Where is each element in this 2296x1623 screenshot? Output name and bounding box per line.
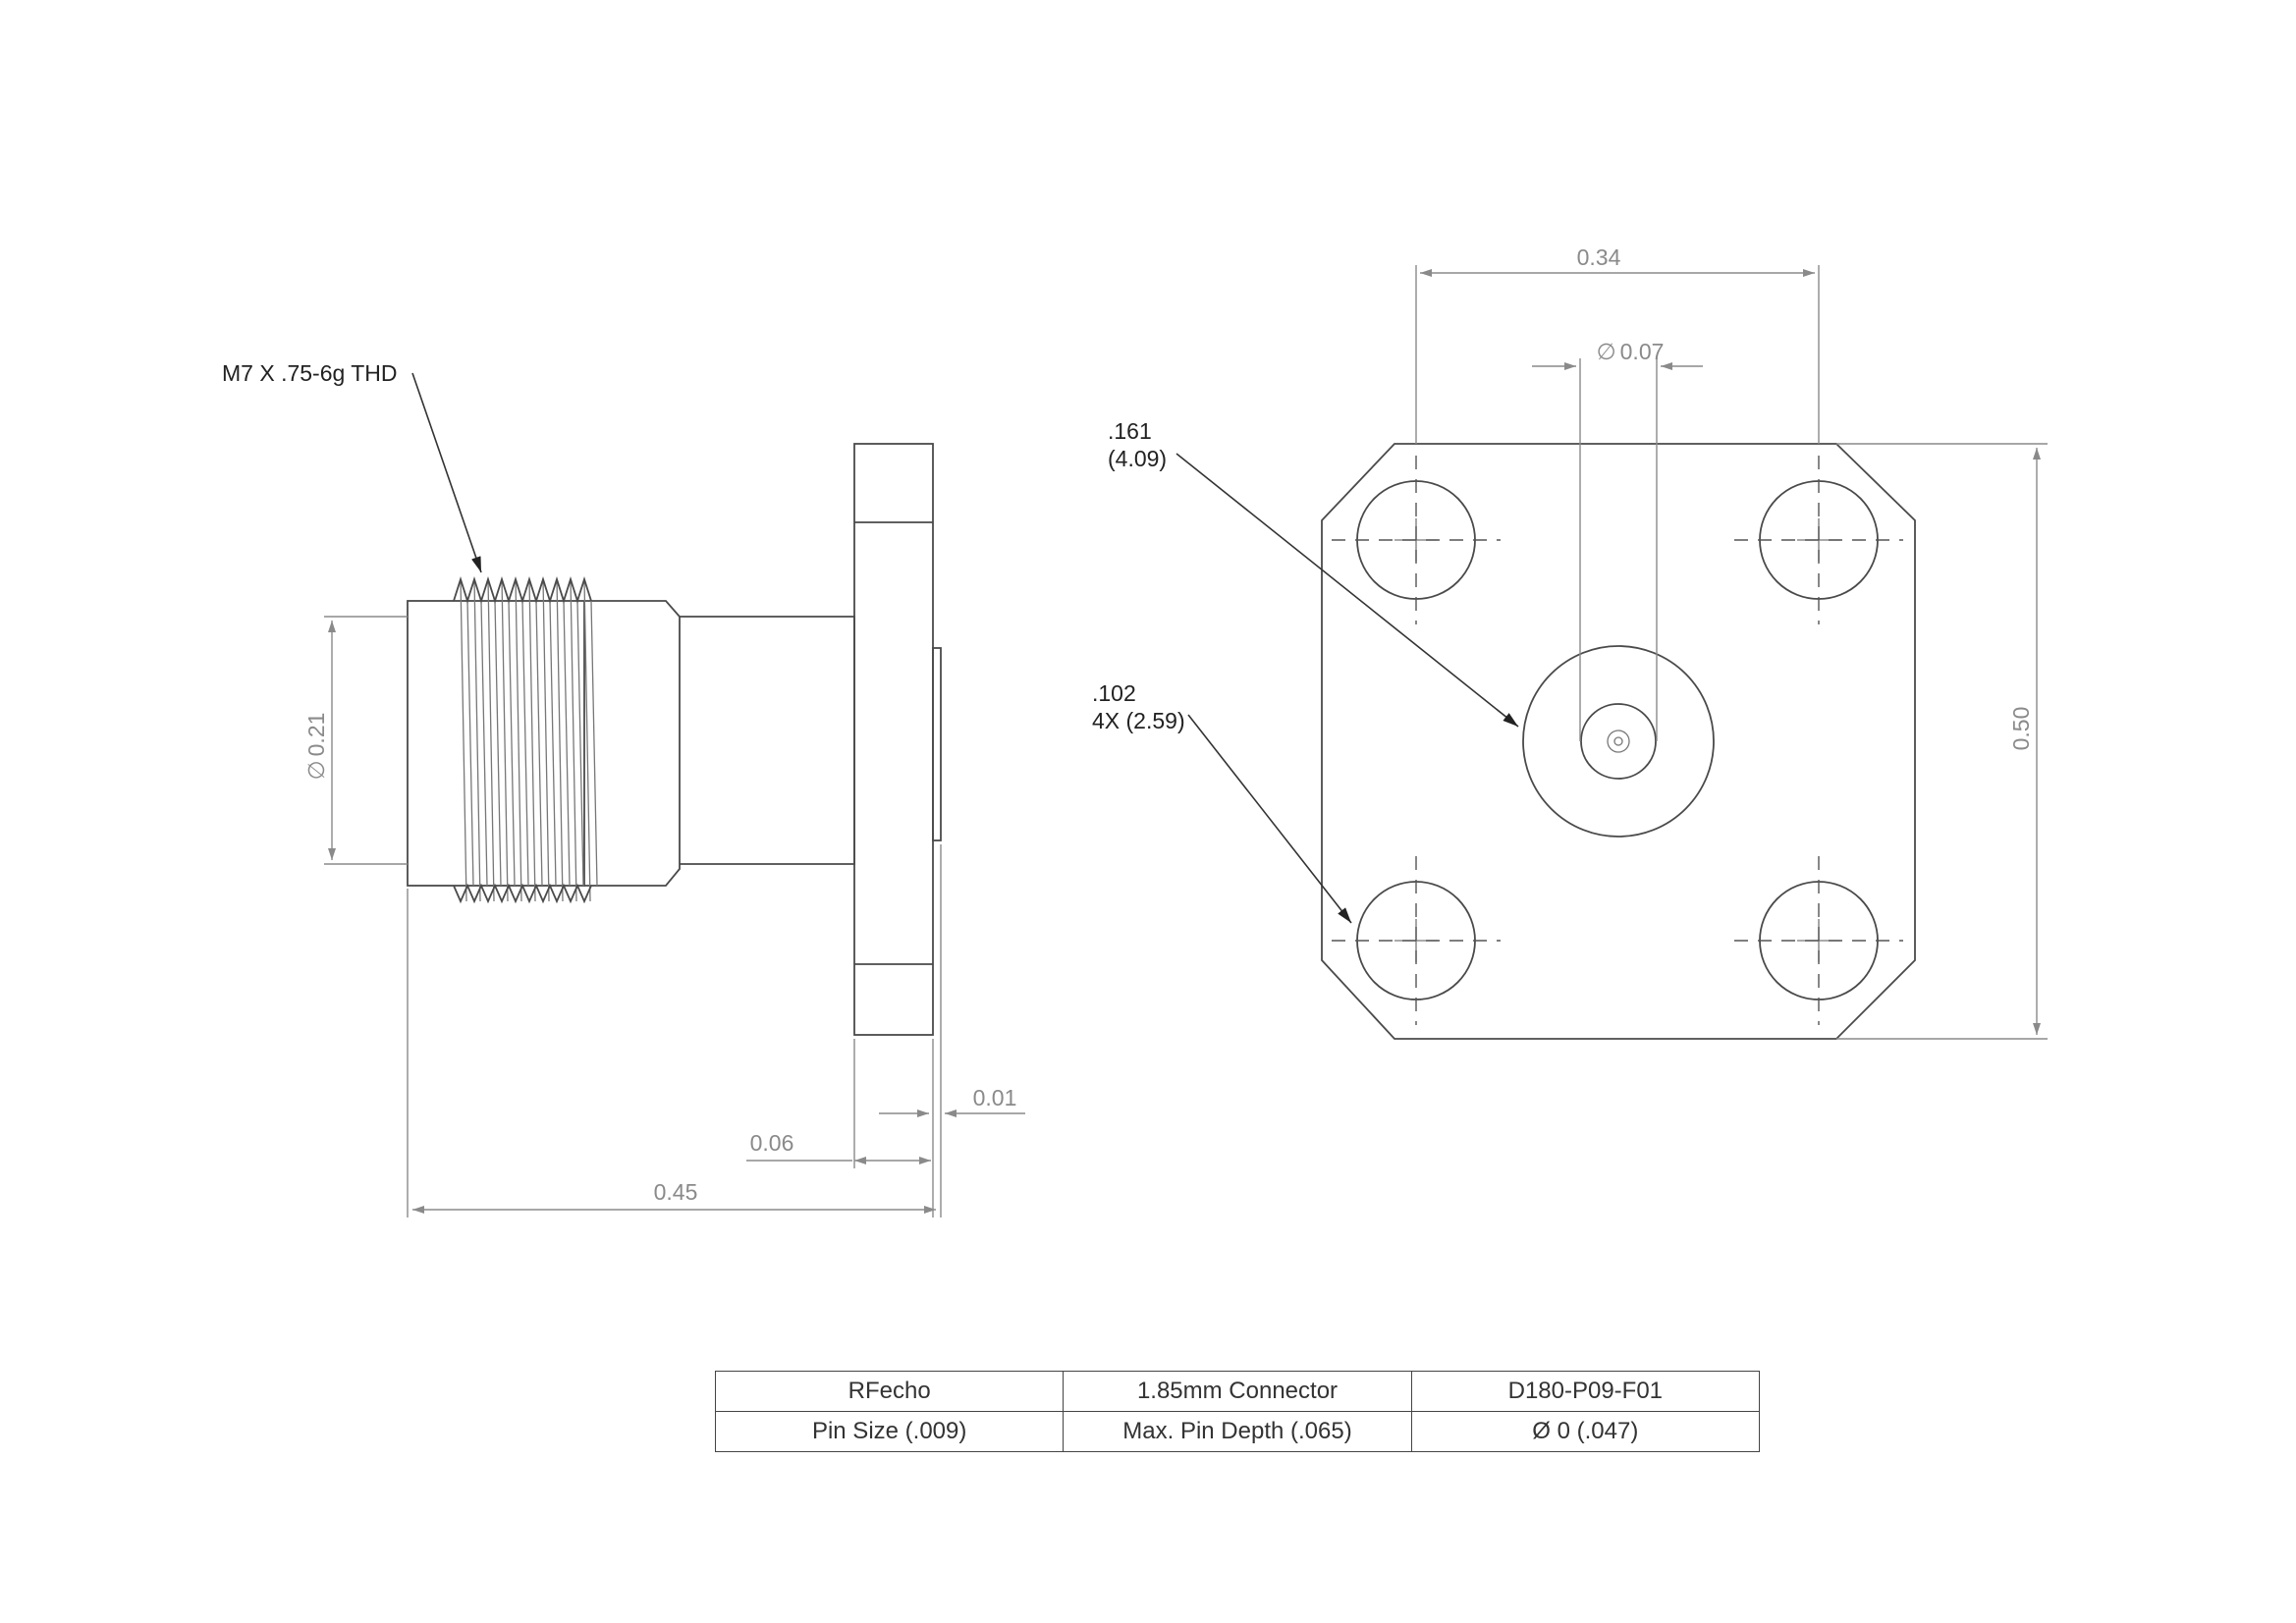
thread-crest [556,578,564,902]
note-hole-dia-mm: 4X (2.59) [1092,708,1185,733]
thread-crest [487,578,495,902]
flange-side [853,443,934,1036]
thread-crest [583,578,591,902]
title-block-cell: Ø 0 (.047) [1410,1411,1761,1452]
thread-crest [542,578,550,902]
leader-thread [411,372,482,573]
leader-center-dia [1175,453,1519,728]
thread-crest [473,578,481,902]
note-thread: M7 X .75-6g THD [222,360,398,386]
thread-root [576,600,584,887]
dim-flange-height: 0.50 [2008,707,2034,751]
mounting-hole-bottom-left [1332,856,1501,1025]
thread-root [549,600,557,887]
dim-overall-length: 0.45 [654,1179,698,1205]
title-block-cell: 1.85mm Connector [1063,1371,1412,1412]
thread-section [453,576,598,904]
thread-root [563,600,571,887]
front-view: 0.34 ∅0.07 0.50 .161 (4.09) .102 4X (2.5… [1092,244,2048,1040]
title-block-cell: Pin Size (.009) [714,1411,1065,1452]
thread-profile [453,576,592,604]
center-pin [1607,730,1630,753]
connector-body-rear [407,600,585,887]
thread-crest [528,578,536,902]
dim-pin-diameter: 0.07 [1620,339,1665,364]
diameter-symbol: ∅ [1597,339,1616,364]
center-insulator [1580,703,1657,780]
leader-hole-dia [1187,714,1352,924]
mounting-hole-bottom-right [1734,856,1903,1025]
thread-profile [453,883,592,904]
svg-text:∅0.07: ∅0.07 [1597,339,1665,364]
dim-flange-thickness: 0.06 [750,1130,794,1156]
note-center-dia-mm: (4.09) [1108,446,1167,471]
connector-neck [680,616,855,865]
flange-front-outline [1321,443,1916,1040]
dim-hole-spacing: 0.34 [1577,244,1621,270]
side-view: ∅ 0.21 M7 X .75-6g THD 0.45 0.06 0.01 [222,360,1025,1217]
mounting-hole-top-right [1734,456,1903,624]
title-block-cell: Max. Pin Depth (.065) [1063,1411,1412,1452]
thread-crest [515,578,522,902]
thread-crest [460,578,467,902]
center-boss [1522,645,1715,838]
thread-root [535,600,543,887]
title-block-row: RFecho 1.85mm Connector D180-P09-F01 [714,1371,1761,1412]
diameter-symbol: ∅ [303,760,329,780]
dim-step: 0.01 [973,1085,1017,1110]
title-block-cell: RFecho [714,1371,1065,1412]
dim-body-diameter: 0.21 [303,713,329,757]
thread-root [521,600,529,887]
thread-root [590,600,598,887]
thread-root [508,600,516,887]
note-center-dia-in: .161 [1108,418,1152,444]
mounting-hole-top-left [1332,456,1501,624]
thread-root [480,600,488,887]
flange-step [932,647,942,841]
thread-crest [501,578,509,902]
thread-root [466,600,474,887]
thread-crest [570,578,577,902]
thread-root [494,600,502,887]
svg-text:∅0.21: ∅ 0.21 [303,713,329,781]
title-block: RFecho 1.85mm Connector D180-P09-F01 Pin… [714,1371,1761,1452]
connector-body-taper [584,600,681,887]
title-block-row: Pin Size (.009) Max. Pin Depth (.065) Ø … [714,1411,1761,1452]
title-block-cell: D180-P09-F01 [1410,1371,1761,1412]
note-hole-dia-in: .102 [1092,680,1136,706]
